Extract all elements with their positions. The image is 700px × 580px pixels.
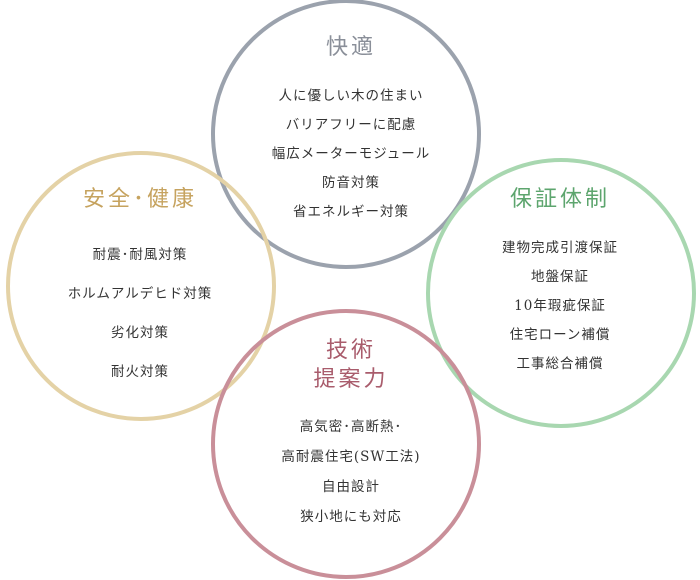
tech-proposal-title: 技術 提案力 [236, 336, 466, 394]
warranty-item: 工事総合補償 [516, 356, 604, 372]
safety-health-list: 耐震･耐風対策 ホルムアルデヒド対策 劣化対策 耐火対策 [20, 236, 260, 392]
warranty-section: 保証体制 建物完成引渡保証 地盤保証 10年瑕疵保証 住宅ローン補償 工事総合補… [445, 186, 675, 379]
warranty-list: 建物完成引渡保証 地盤保証 10年瑕疵保証 住宅ローン補償 工事総合補償 [445, 234, 675, 379]
comfort-item: 幅広メーターモジュール [271, 146, 431, 162]
comfort-list: 人に優しい木の住まい バリアフリーに配慮 幅広メーターモジュール 防音対策 省エ… [236, 82, 466, 227]
safety-item: ホルムアルデヒド対策 [67, 286, 213, 302]
comfort-ring [211, 0, 481, 269]
comfort-item: 防音対策 [322, 175, 380, 191]
tech-item: 高耐震住宅(SW工法) [281, 449, 421, 465]
warranty-item: 住宅ローン補償 [509, 327, 611, 343]
safety-item: 劣化対策 [111, 325, 169, 341]
tech-title-line1: 技術 [325, 338, 376, 363]
safety-item: 耐火対策 [111, 364, 169, 380]
safety-health-title: 安全･健康 [82, 187, 197, 212]
tech-title-line2: 提案力 [313, 367, 389, 392]
comfort-section: 快適 人に優しい木の住まい バリアフリーに配慮 幅広メーターモジュール 防音対策… [236, 34, 466, 227]
warranty-item: 地盤保証 [531, 269, 589, 285]
warranty-item: 10年瑕疵保証 [514, 298, 606, 314]
warranty-item: 建物完成引渡保証 [502, 240, 618, 256]
warranty-title: 保証体制 [509, 187, 610, 212]
tech-ring [211, 309, 481, 579]
tech-item: 自由設計 [322, 479, 380, 495]
safety-health-section: 安全･健康 耐震･耐風対策 ホルムアルデヒド対策 劣化対策 耐火対策 [20, 186, 260, 392]
comfort-title: 快適 [325, 35, 376, 60]
comfort-item: 人に優しい木の住まい [278, 88, 424, 104]
tech-item: 狭小地にも対応 [300, 509, 402, 525]
safety-item: 耐震･耐風対策 [92, 247, 188, 263]
comfort-item: 省エネルギー対策 [293, 204, 409, 220]
warranty-ring [426, 158, 696, 428]
tech-proposal-list: 高気密･高断熱･ 高耐震住宅(SW工法) 自由設計 狭小地にも対応 [236, 412, 466, 532]
tech-item: 高気密･高断熱･ [299, 419, 403, 435]
tech-proposal-section: 技術 提案力 高気密･高断熱･ 高耐震住宅(SW工法) 自由設計 狭小地にも対応 [236, 336, 466, 532]
comfort-item: バリアフリーに配慮 [285, 117, 417, 133]
safety-ring [6, 151, 276, 421]
